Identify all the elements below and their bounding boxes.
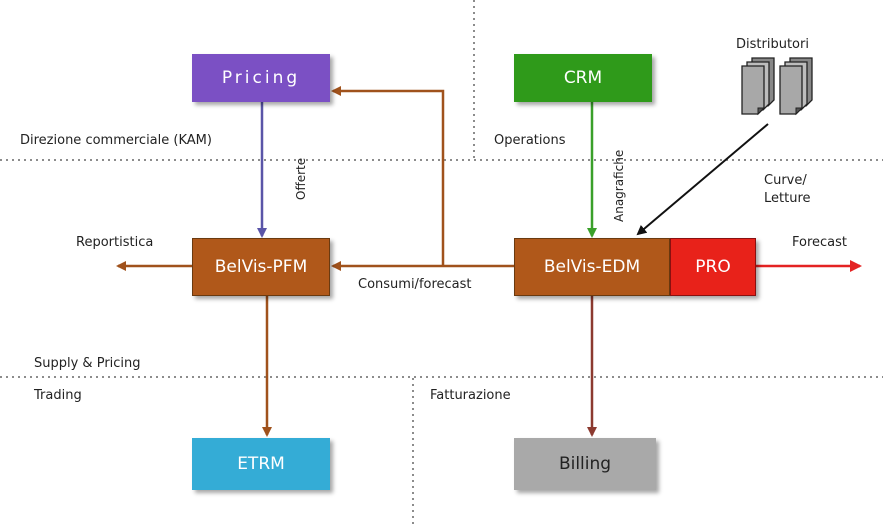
consumi-forecast-label: Consumi/forecast [358, 277, 472, 292]
letture-label: Letture [764, 191, 811, 206]
document-stack-icon [779, 57, 813, 116]
etrm-label: ETRM [237, 454, 285, 474]
belvis-pfm-label: BelVis-PFM [214, 257, 308, 277]
crm-box: CRM [514, 54, 652, 102]
supply-pricing-label: Supply & Pricing [34, 356, 141, 371]
arrow-feedback-pricing [331, 86, 445, 266]
pricing-label: Pricing [221, 68, 301, 88]
pro-box: PRO [670, 238, 756, 296]
arrow-curve-letture [636, 123, 769, 236]
document-stack-icon [741, 57, 775, 116]
belvis-edm-box: BelVis-EDM [514, 238, 670, 296]
direzione-commerciale-label: Direzione commerciale (KAM) [20, 133, 212, 148]
distributori-label: Distributori [736, 37, 809, 52]
fatturazione-label: Fatturazione [430, 388, 511, 403]
belvis-pfm-box: BelVis-PFM [192, 238, 330, 296]
anagrafiche-label: Anagrafiche [612, 149, 626, 222]
curve-label: Curve/ [764, 173, 807, 188]
forecast-label: Forecast [792, 235, 848, 250]
crm-label: CRM [563, 68, 603, 88]
offerte-label: Offerte [294, 157, 308, 200]
etrm-box: ETRM [192, 438, 330, 490]
pro-label: PRO [695, 257, 731, 277]
operations-label: Operations [494, 133, 566, 148]
billing-box: Billing [514, 438, 656, 490]
trading-label: Trading [34, 388, 82, 403]
pricing-box: Pricing [192, 54, 330, 102]
reportistica-label: Reportistica [76, 235, 154, 250]
belvis-edm-label: BelVis-EDM [543, 257, 641, 277]
billing-label: Billing [558, 454, 612, 474]
